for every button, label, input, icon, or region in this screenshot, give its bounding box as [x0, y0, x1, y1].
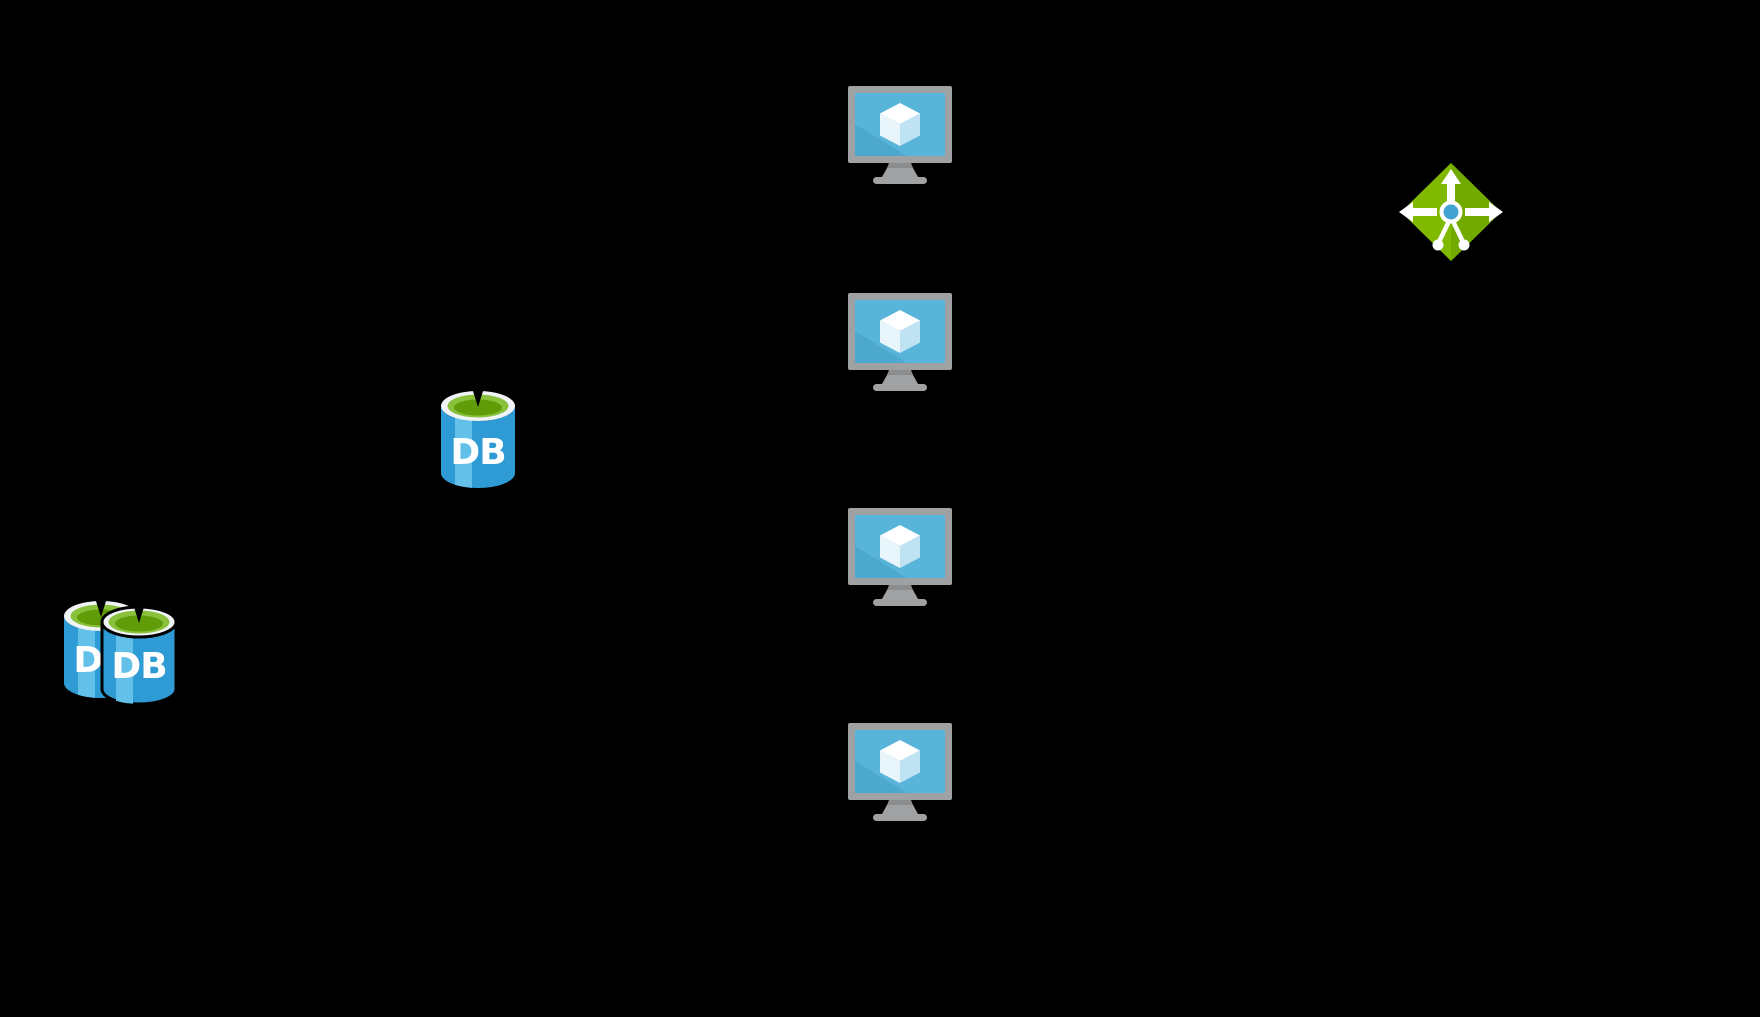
load-balancer-node	[1396, 162, 1506, 262]
db-label: DB	[450, 432, 505, 473]
sql-database-node: DB	[437, 388, 519, 490]
virtual-machine-node-4	[845, 723, 955, 823]
virtual-machine-icon	[848, 723, 952, 821]
virtual-machine-node-3	[845, 508, 955, 608]
db-front-cylinder: DB	[100, 605, 178, 706]
load-balancer-icon	[1399, 163, 1503, 261]
db-label: DB	[111, 646, 166, 687]
virtual-machine-node-1	[845, 86, 955, 186]
sql-database-pair-node: DB DB	[60, 598, 180, 710]
sql-database-pair-icon: DB DB	[64, 599, 178, 706]
virtual-machine-icon	[848, 86, 952, 184]
virtual-machine-icon	[848, 508, 952, 606]
virtual-machine-node-2	[845, 293, 955, 393]
virtual-machine-icon	[848, 293, 952, 391]
sql-database-icon: DB	[441, 389, 515, 488]
